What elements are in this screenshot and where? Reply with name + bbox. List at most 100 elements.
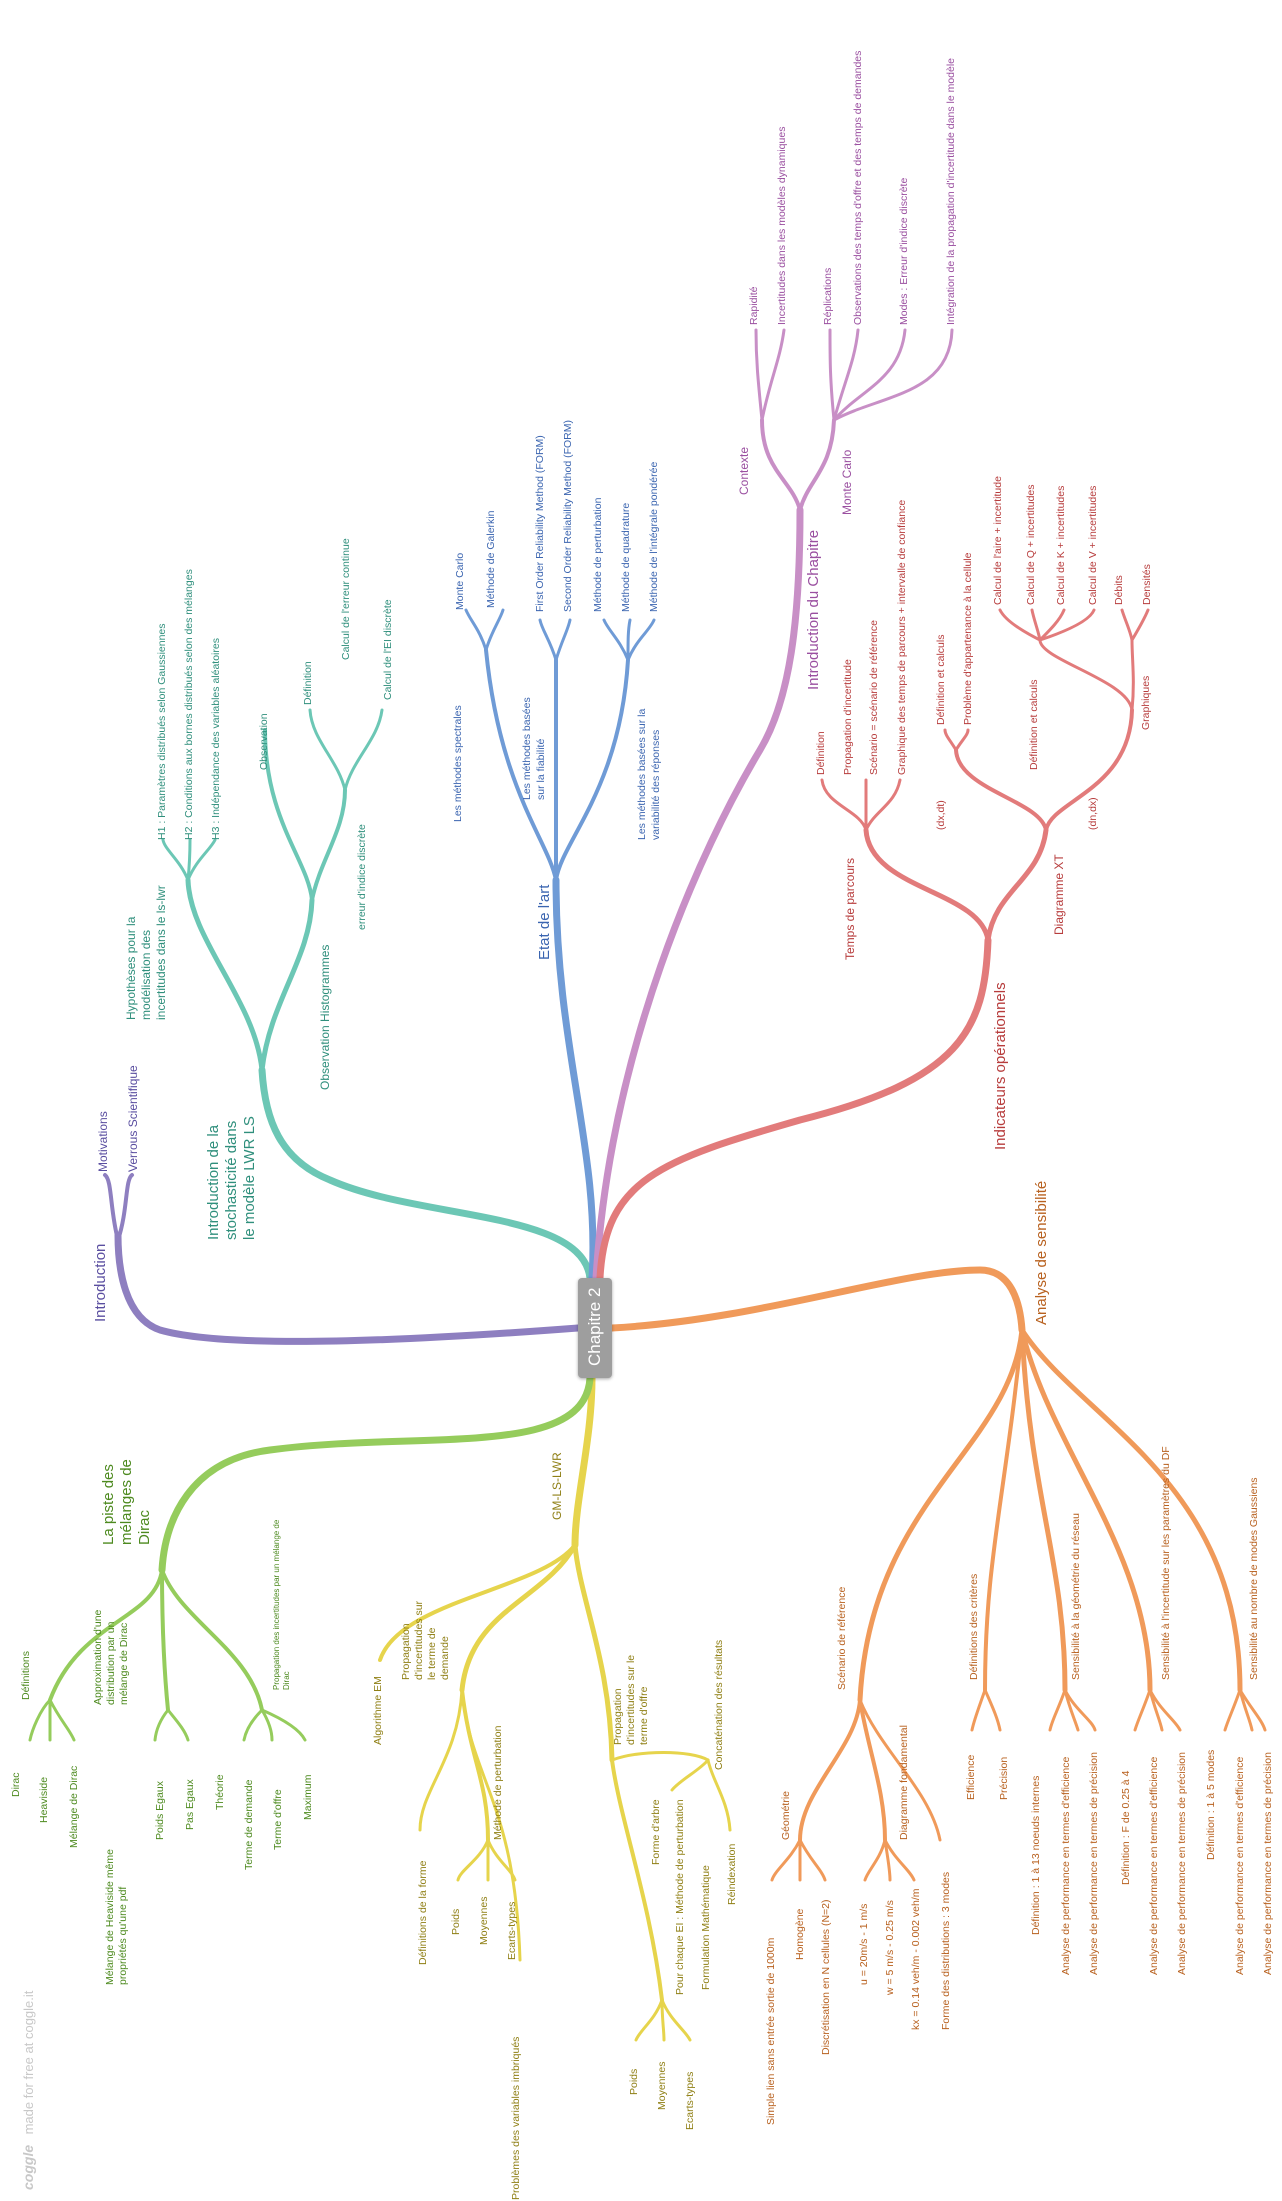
node-poids[interactable]: Poids — [450, 1908, 462, 1935]
node-u[interactable]: u = 20m/s - 1 m/s — [858, 1903, 870, 1985]
node-simple-lien[interactable]: Simple lien sans entrée sortie de 1000m — [765, 1937, 777, 2125]
node-monte-carlo-etat[interactable]: Monte Carlo — [454, 552, 466, 610]
node-perf-prec3[interactable]: Analyse de performance en termes de préc… — [1262, 1752, 1274, 1975]
node-spectrales[interactable]: Les méthodes spectrales — [452, 705, 464, 822]
node-quadrature[interactable]: Méthode de quadrature — [620, 502, 632, 612]
node-h1[interactable]: H1 : Paramètres distribués selon Gaussie… — [156, 623, 168, 840]
node-probleme-imbriques[interactable]: Problèmes des variables imbriqués — [510, 2036, 522, 2200]
node-ecarts[interactable]: Ecarts-types — [506, 1901, 518, 1960]
node-forme-arbre[interactable]: Forme d'arbre — [650, 1799, 662, 1865]
node-sens-df[interactable]: Sensibilité à l'incertitude sur les para… — [1160, 1446, 1172, 1680]
node-dndx[interactable]: (dn,dx) — [1087, 797, 1099, 830]
node-calc-q[interactable]: Calcul de Q + incertitudes — [1025, 484, 1037, 605]
node-propagation-demande[interactable]: Propagation d'incertitudes sur le terme … — [400, 1600, 451, 1680]
node-diagramme-fond[interactable]: Diagramme fondamental — [898, 1725, 910, 1840]
node-terme-demande[interactable]: Terme de demande — [243, 1779, 255, 1870]
node-perf-prec1[interactable]: Analyse de performance en termes de préc… — [1088, 1752, 1100, 1975]
node-incertitudes-dyn[interactable]: Incertitudes dans les modèles dynamiques — [776, 126, 788, 325]
node-moyennes[interactable]: Moyennes — [478, 1896, 490, 1945]
node-hypotheses[interactable]: Hypothèses pour la modélisation des ince… — [124, 885, 168, 1020]
node-def-f[interactable]: Définition : F de 0.25 à 4 — [1120, 1770, 1132, 1885]
node-contexte[interactable]: Contexte — [737, 446, 751, 495]
node-diagramme-xt[interactable]: Diagramme XT — [1052, 854, 1066, 935]
node-pour-chaque[interactable]: Pour chaque EI : Méthode de perturbation — [674, 1799, 686, 1995]
node-theorie[interactable]: Théorie — [214, 1774, 226, 1810]
node-second-order[interactable]: Second Order Reliability Method (FORM) — [562, 420, 574, 612]
node-observation[interactable]: Observation — [258, 713, 270, 770]
node-heaviside[interactable]: Heaviside — [38, 1776, 50, 1823]
node-reindexation[interactable]: Réindexation — [726, 1843, 738, 1905]
node-observations-temps[interactable]: Observations des temps d'offre et des te… — [852, 50, 864, 325]
node-geometrie[interactable]: Géométrie — [780, 1790, 792, 1840]
node-erreur[interactable]: erreur d'indice discrète — [356, 824, 368, 930]
node-dirac-leaf[interactable]: Dirac — [10, 1772, 22, 1797]
node-verrous[interactable]: Verrous Scientifique — [126, 1065, 140, 1172]
node-rapidite[interactable]: Rapidité — [748, 286, 760, 325]
node-modes-erreur[interactable]: Modes : Erreur d'indice discrète — [898, 177, 910, 325]
node-graphique-tp[interactable]: Graphique des temps de parcours + interv… — [896, 499, 908, 775]
node-poids2[interactable]: Poids — [628, 2068, 640, 2095]
node-densites[interactable]: Densités — [1141, 564, 1153, 605]
node-propagation-offre[interactable]: Propagation d'incertitudes sur le terme … — [612, 1654, 650, 1745]
node-dxdt[interactable]: (dx,dt) — [935, 800, 947, 830]
node-pas-egaux[interactable]: Pas Egaux — [184, 1779, 196, 1830]
node-formulation[interactable]: Formulation Mathématique — [700, 1865, 712, 1990]
node-stochasticite-1[interactable]: Introduction de la — [205, 1124, 222, 1240]
node-def-modes[interactable]: Définition : 1 à 5 modes — [1205, 1749, 1217, 1860]
node-concatenation[interactable]: Concaténation des résultats — [713, 1639, 725, 1770]
node-calc-continue[interactable]: Calcul de l'erreur continue — [340, 538, 352, 660]
node-definitions-dirac[interactable]: Définitions — [20, 1650, 32, 1700]
node-def-calc[interactable]: Définition et calculs — [935, 634, 947, 725]
node-perturbation-etat[interactable]: Méthode de perturbation — [592, 497, 604, 612]
node-moyennes2[interactable]: Moyennes — [656, 2061, 668, 2110]
node-definition-tp[interactable]: Définition — [815, 731, 827, 775]
node-homogene[interactable]: Homogène — [794, 1908, 806, 1960]
node-perf-eff3[interactable]: Analyse de performance en termes d'effic… — [1234, 1756, 1246, 1975]
node-h2[interactable]: H2 : Conditions aux bornes distribués se… — [183, 569, 195, 840]
node-gm-ls-lwr[interactable]: GM-LS-LWR — [550, 1452, 564, 1520]
coggle-footer[interactable]: coggle made for free at coggle.it — [20, 1991, 38, 2190]
node-intro-chapitre[interactable]: Introduction du Chapitre — [805, 529, 822, 690]
node-perf-eff1[interactable]: Analyse de performance en termes d'effic… — [1060, 1756, 1072, 1975]
node-fiabilite[interactable]: Les méthodes basées sur la fiabilité — [521, 697, 547, 800]
node-calc-v[interactable]: Calcul de V + incertitudes — [1087, 485, 1099, 605]
node-perf-prec2[interactable]: Analyse de performance en termes de préc… — [1176, 1752, 1188, 1975]
node-terme-offre[interactable]: Terme d'offre — [272, 1789, 284, 1850]
node-calc-aire[interactable]: Calcul de l'aire + incertitude — [992, 476, 1004, 605]
node-debits[interactable]: Débits — [1113, 575, 1125, 605]
node-galerkin[interactable]: Méthode de Galerkin — [485, 510, 497, 608]
node-kx[interactable]: kx = 0.14 veh/m - 0.002 veh/m — [910, 1888, 922, 2030]
node-calc-ei[interactable]: Calcul de l'EI discrète — [382, 599, 394, 700]
node-propagation-dirac[interactable]: Propagation des incertitudes par un méla… — [272, 1519, 291, 1690]
node-appartenance[interactable]: Problème d'appartenance à la cellule — [962, 552, 974, 725]
node-approximation[interactable]: Approximation d'une distribution par un … — [92, 1609, 130, 1705]
node-perf-eff2[interactable]: Analyse de performance en termes d'effic… — [1148, 1756, 1160, 1975]
node-propagation-tp[interactable]: Propagation d'incertitude — [842, 659, 854, 775]
node-integrale[interactable]: Méthode de l'intégrale pondérée — [648, 461, 660, 612]
node-h3[interactable]: H3 : Indépendance des variables aléatoir… — [210, 638, 222, 840]
node-first-order[interactable]: First Order Reliability Method (FORM) — [534, 435, 546, 612]
node-motivations[interactable]: Motivations — [96, 1111, 110, 1172]
node-w[interactable]: w = 5 m/s - 0.25 m/s — [884, 1900, 896, 1995]
node-efficience[interactable]: Efficience — [965, 1754, 977, 1800]
node-sens-modes[interactable]: Sensibilité au nombre de modes Gaussiens — [1248, 1477, 1260, 1680]
node-melange-dirac[interactable]: Mélange de Dirac — [68, 1765, 80, 1848]
node-temps-parcours[interactable]: Temps de parcours — [843, 857, 857, 960]
node-sensibilite[interactable]: Analyse de sensibilité — [1033, 1180, 1050, 1325]
node-variabilite[interactable]: Les méthodes basées sur la variabilité d… — [636, 708, 662, 840]
node-def-forme[interactable]: Définitions de la forme — [417, 1860, 429, 1965]
node-scenario-tp[interactable]: Scénario = scénario de référence — [868, 620, 880, 775]
node-dirac-1[interactable]: La piste des — [100, 1464, 117, 1545]
node-etat-art[interactable]: Etat de l'art — [536, 884, 553, 960]
node-graphiques[interactable]: Graphiques — [1140, 675, 1152, 730]
node-algo-em[interactable]: Algorithme EM — [372, 1676, 384, 1745]
node-integration[interactable]: Intégration de la propagation d'incertit… — [945, 57, 957, 325]
node-indicateurs[interactable]: Indicateurs opérationnels — [992, 982, 1009, 1150]
node-scenario-ref[interactable]: Scénario de référence — [836, 1586, 848, 1690]
node-forme[interactable]: Forme des distributions : 3 modes — [940, 1871, 952, 2030]
node-obs-histo[interactable]: Observation Histogrammes — [318, 944, 332, 1090]
node-monte-carlo-chap[interactable]: Monte Carlo — [840, 449, 854, 515]
node-replications[interactable]: Réplications — [822, 267, 834, 325]
node-def-noeuds[interactable]: Définition : 1 à 13 noeuds internes — [1030, 1775, 1042, 1935]
node-sens-geom[interactable]: Sensibilité à la géométrie du réseau — [1070, 1513, 1082, 1680]
